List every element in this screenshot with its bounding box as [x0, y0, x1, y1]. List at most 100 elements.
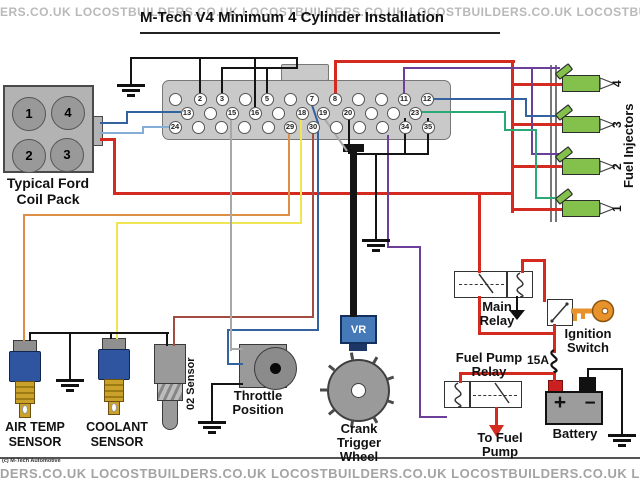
o2-sensor-thread: [157, 383, 183, 401]
throttle-position-axle: [270, 363, 281, 374]
coil-pack-label-line2: Coil Pack: [16, 191, 80, 207]
ground-symbol: [361, 239, 391, 253]
coolant-sensor-body: [98, 349, 130, 380]
coil-tower-1: 1: [12, 97, 46, 131]
ecu-pin-25: [191, 120, 205, 134]
battery-minus-symbol: −: [584, 393, 596, 414]
battery: [545, 391, 603, 425]
watermark-bottom: DERS.CO.UK LOCOSTBUILDERS.CO.UK LOCOSTBU…: [0, 466, 640, 480]
ecu-pin-14: [203, 106, 217, 120]
vr-cable-connector: [343, 144, 364, 152]
wire-pin5-ground: [266, 67, 268, 93]
ecu-pin-13: 13: [180, 106, 194, 120]
wire-pin8-power: [334, 60, 337, 94]
coolant-sensor-hole: [111, 403, 117, 412]
ecu-pin-5: 5: [260, 92, 274, 106]
ignition-switch-body: [547, 299, 573, 326]
wire-main-relay-coil-ground: [516, 296, 518, 311]
wire-sensor-ground-bus: [350, 153, 429, 155]
ecu-pin-35: 35: [421, 120, 435, 134]
ground-symbol: [116, 84, 146, 98]
crank-label-line3: Wheel: [339, 449, 379, 464]
battery-label: Battery: [552, 426, 598, 441]
ecu-pin-1: [168, 92, 182, 106]
o2-sensor-probe: [162, 400, 178, 430]
wire-ecu-ground: [130, 58, 132, 85]
to-fuel-pump-label-line2: Pump: [481, 444, 519, 459]
wire-pin18-coolant: [300, 119, 302, 224]
wire-injector3-feed: [511, 123, 562, 126]
wire-pin15-tps: [230, 119, 232, 351]
fuel-injectors-label: Fuel Injectors: [621, 103, 636, 189]
injector-1: [562, 200, 600, 217]
coolant-sensor-thread: [104, 379, 124, 402]
fuel-pump-relay-contact-dash: [473, 395, 517, 396]
wire-pin11-injector: [403, 67, 560, 69]
ecu-pin-21: [364, 106, 378, 120]
coolant-label-line1: COOLANT: [86, 420, 148, 434]
ecu-pin-8: 8: [328, 92, 342, 106]
ecu-pin-15: 15: [225, 106, 239, 120]
wire-pin15-tps: [230, 348, 243, 350]
wire-sensor-ground-bus-left: [29, 332, 169, 334]
title-rule: [140, 32, 500, 34]
throttle-label-line2: Position: [232, 402, 284, 417]
wire-pin24-coil: [142, 126, 144, 134]
ecu-pin-6: [283, 92, 297, 106]
page-title: M-Tech V4 Minimum 4 Cylinder Installatio…: [140, 9, 444, 26]
wire-pin18-coolant: [116, 222, 118, 339]
wire-injector-power-bus: [511, 60, 514, 213]
injector-number-4: 4: [610, 80, 624, 88]
wire-pin29-airtemp: [24, 214, 290, 216]
ecu-pin-18: 18: [295, 106, 309, 120]
wire-pin18-coolant: [116, 222, 302, 224]
fuel-pump-relay-label-line1: Fuel Pump: [455, 350, 523, 365]
key-icon: [571, 299, 615, 323]
wire-main-relay-coil-feed: [521, 259, 546, 262]
crank-wheel-hub: [351, 383, 366, 398]
footer-rule: [0, 457, 640, 459]
ecu-pin-17: [271, 106, 285, 120]
ecu-pin-32: [352, 120, 366, 134]
wire-main-relay-supply: [478, 296, 481, 334]
air-temp-sensor-thread: [15, 381, 35, 404]
wire-fuel-pump-relay-trigger: [387, 246, 421, 248]
ecu-pin-23: 23: [408, 106, 422, 120]
wire-pin24-coil: [142, 126, 170, 128]
wire-shield-ground: [375, 153, 377, 239]
wire-pin29-airtemp: [288, 134, 290, 216]
wire-o2-ground: [166, 332, 168, 346]
wire-pin30-o2: [173, 316, 175, 346]
battery-plus-symbol: +: [553, 391, 567, 414]
wire-pin30-o2: [312, 134, 314, 318]
wire-ecu-ground: [221, 67, 298, 69]
wire-ground-drop: [69, 332, 71, 379]
wire-tps-ground: [211, 383, 243, 385]
air-temp-sensor-hole: [22, 405, 28, 414]
wire-pin34-ground: [404, 118, 406, 155]
fuel-rail-line-2: [555, 65, 557, 222]
wire-pin24-coil: [100, 132, 144, 134]
ecu-pin-28: [261, 120, 275, 134]
wire-pin2-ground: [199, 57, 201, 93]
ecu-pin-31: [329, 120, 343, 134]
wire-injector3-signal: [525, 115, 561, 117]
wire-pin16-ground: [254, 57, 256, 107]
main-relay-contact-dash: [459, 284, 504, 285]
to-fuel-pump-label-line1: To Fuel: [477, 430, 523, 445]
ecu-pin-10: [374, 92, 388, 106]
wire-fuel-pump-relay-trigger: [419, 246, 421, 418]
fuel-rail-line-1: [550, 65, 552, 222]
wire-ecu-ground: [296, 57, 298, 69]
ecu-pin-24: 24: [168, 120, 182, 134]
wire-pin35-ground: [427, 118, 429, 155]
ecu-pin-11: 11: [397, 92, 411, 106]
vr-shielded-cable: [350, 149, 357, 317]
fuel-pump-relay-divider: [469, 381, 471, 408]
wire-injector1-feed: [511, 208, 562, 211]
injector-number-1: 1: [610, 205, 624, 213]
coil-tower-3: 3: [50, 138, 84, 172]
injector-3: [562, 116, 600, 133]
throttle-position-dial: [254, 347, 297, 390]
wire-coil-power: [100, 138, 115, 141]
